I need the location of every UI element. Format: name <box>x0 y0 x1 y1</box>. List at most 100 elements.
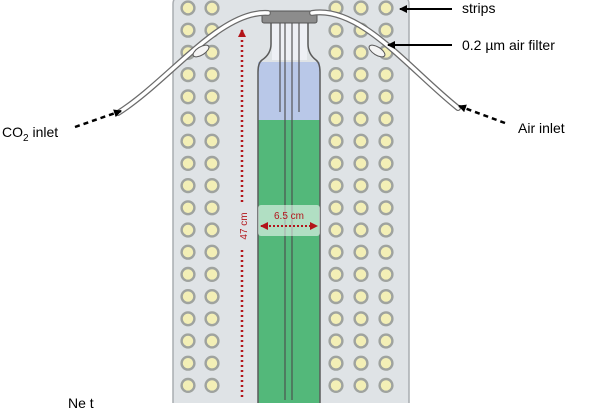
led <box>353 44 369 61</box>
led <box>204 377 220 394</box>
led <box>378 0 394 16</box>
led <box>204 222 220 238</box>
led <box>353 333 369 349</box>
led <box>328 89 344 105</box>
led <box>353 266 369 283</box>
neck-fill <box>272 20 307 60</box>
led <box>378 133 394 149</box>
led <box>353 0 369 16</box>
led <box>328 111 344 127</box>
led <box>378 311 394 327</box>
air-filter-right <box>368 44 386 58</box>
led-grid <box>180 0 394 394</box>
led <box>378 66 394 83</box>
led <box>353 89 369 105</box>
led <box>353 178 369 194</box>
led <box>180 377 196 394</box>
co2-inlet-label: CO2 inlet <box>2 124 58 144</box>
led <box>180 200 196 216</box>
vessel-cap <box>261 10 318 24</box>
led <box>328 333 344 349</box>
led <box>378 111 394 127</box>
led <box>204 244 220 260</box>
co2-inlet-prefix: CO <box>2 124 23 140</box>
led <box>353 111 369 127</box>
vessel-headspace <box>258 62 320 122</box>
led <box>180 133 196 149</box>
co2-inlet-subscript: 2 <box>23 132 29 144</box>
led <box>353 311 369 327</box>
led <box>378 355 394 371</box>
led <box>204 89 220 105</box>
led <box>328 377 344 394</box>
co2-inlet-suffix: inlet <box>28 124 59 140</box>
led <box>180 111 196 127</box>
vessel-culture <box>258 120 320 403</box>
led <box>180 178 196 194</box>
led <box>353 66 369 83</box>
led <box>353 222 369 238</box>
led <box>204 266 220 283</box>
led <box>328 200 344 216</box>
led <box>328 222 344 238</box>
vessel-neck <box>257 20 321 403</box>
led <box>328 22 344 38</box>
led <box>378 178 394 194</box>
led <box>328 178 344 194</box>
air-filter-label: 0.2 µm air filter <box>462 37 555 53</box>
led <box>180 289 196 305</box>
led <box>328 289 344 305</box>
led <box>353 377 369 394</box>
led <box>328 311 344 327</box>
led <box>328 355 344 371</box>
led <box>328 44 344 61</box>
led <box>328 133 344 149</box>
led <box>204 355 220 371</box>
led <box>180 333 196 349</box>
led <box>353 289 369 305</box>
culture-vessel <box>257 10 321 403</box>
led <box>180 66 196 83</box>
height-dimension-label: 47 cm <box>239 212 250 239</box>
led <box>204 133 220 149</box>
led <box>204 0 220 16</box>
led <box>180 155 196 172</box>
led <box>180 266 196 283</box>
led <box>328 66 344 83</box>
gas-tubing <box>115 9 461 116</box>
height-dimension-label-bg <box>234 205 250 247</box>
led <box>180 222 196 238</box>
air-inlet-label: Air inlet <box>518 120 565 136</box>
co2-inlet-arrow <box>74 109 122 129</box>
led <box>180 22 196 38</box>
partial-bottom-label: Ne t <box>68 395 94 411</box>
led <box>378 89 394 105</box>
led <box>353 200 369 216</box>
led <box>204 178 220 194</box>
led <box>204 111 220 127</box>
led <box>328 244 344 260</box>
air-filter-left <box>192 44 210 58</box>
led <box>204 66 220 83</box>
led <box>328 266 344 283</box>
led <box>204 289 220 305</box>
led <box>204 155 220 172</box>
led <box>378 289 394 305</box>
led <box>378 22 394 38</box>
led <box>353 244 369 260</box>
air-inlet-arrow <box>458 104 506 125</box>
led <box>180 244 196 260</box>
led <box>353 133 369 149</box>
led <box>328 155 344 172</box>
width-dimension-label: 6.5 cm <box>274 211 304 222</box>
led <box>353 155 369 172</box>
led <box>180 89 196 105</box>
led <box>204 200 220 216</box>
strips-label: strips <box>462 0 496 16</box>
led <box>180 311 196 327</box>
led <box>378 333 394 349</box>
led <box>180 355 196 371</box>
led <box>378 377 394 394</box>
led <box>378 266 394 283</box>
